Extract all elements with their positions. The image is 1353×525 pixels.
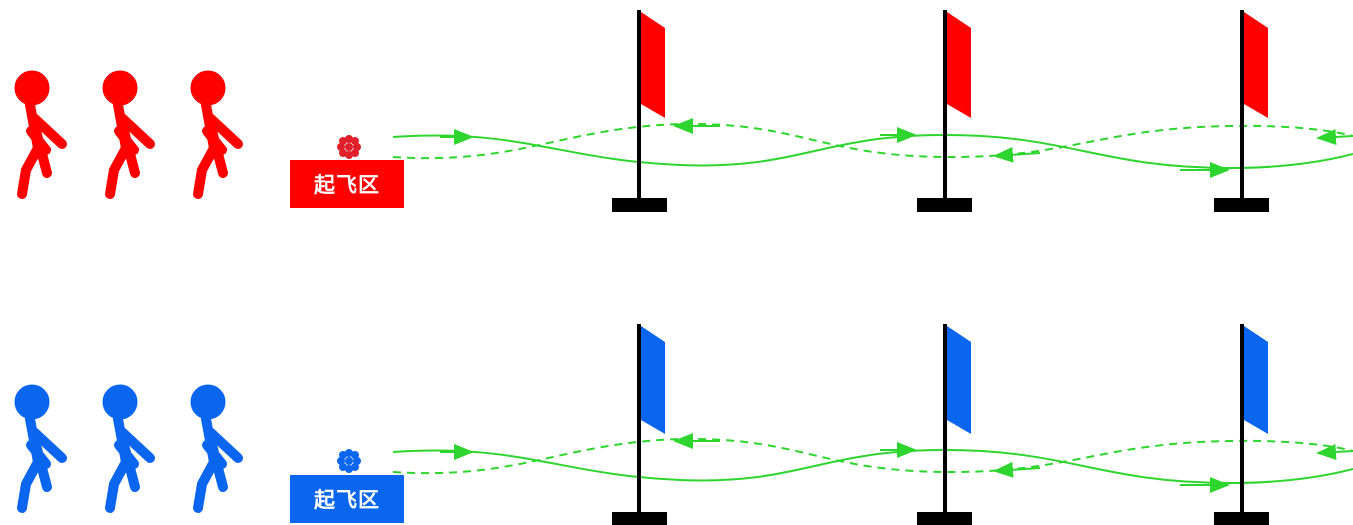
flag-icon — [947, 326, 971, 434]
flag-icon — [1244, 326, 1268, 434]
flag-gate — [1214, 324, 1269, 525]
person-icon — [103, 71, 150, 194]
arrow-icon — [1316, 128, 1353, 145]
flight-path — [392, 433, 1353, 493]
drone-icon — [336, 448, 362, 474]
team-people — [15, 385, 238, 508]
takeoff-zone: 起飞区 — [290, 160, 404, 208]
flag-gate — [917, 324, 972, 525]
person-icon — [191, 71, 238, 194]
takeoff-zone-label: 起飞区 — [313, 488, 380, 512]
flight-path — [392, 118, 1353, 178]
flag-icon — [947, 12, 971, 118]
lane-red: 起飞区 — [15, 10, 1353, 212]
person-icon — [103, 385, 150, 508]
person-icon — [15, 71, 62, 194]
person-icon — [15, 385, 62, 508]
arrow-icon — [993, 146, 1041, 163]
arrow-icon — [1316, 443, 1353, 460]
flag-gate — [1214, 10, 1269, 212]
flag-icon — [1244, 12, 1268, 118]
lane-blue: 起飞区 — [15, 324, 1353, 525]
person-icon — [191, 385, 238, 508]
flag-gate — [917, 10, 972, 212]
team-people — [15, 71, 238, 194]
flag-icon — [641, 326, 665, 434]
drone-icon — [336, 134, 362, 160]
takeoff-zone: 起飞区 — [290, 475, 404, 523]
arrow-icon — [993, 461, 1041, 478]
flag-gate — [612, 10, 667, 212]
flag-gate — [612, 324, 667, 525]
takeoff-zone-label: 起飞区 — [313, 173, 380, 197]
flag-icon — [641, 12, 665, 118]
